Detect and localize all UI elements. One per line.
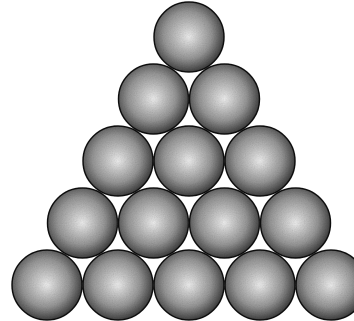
ball-row2-1 (119, 64, 189, 134)
ball-row5-2 (83, 250, 153, 320)
balls-group (12, 2, 354, 320)
ball-row5-1 (12, 250, 82, 320)
ball-row3-1 (83, 126, 153, 196)
ball-row3-3 (225, 126, 295, 196)
ball-row4-1 (48, 188, 118, 258)
ball-row5-3 (154, 250, 224, 320)
ball-row5-5 (296, 250, 354, 320)
ball-row1-1 (154, 2, 224, 72)
ball-row4-2 (119, 188, 189, 258)
ball-row4-3 (190, 188, 260, 258)
ball-row4-4 (261, 188, 331, 258)
ball-row2-2 (190, 64, 260, 134)
ball-row5-4 (225, 250, 295, 320)
ball-row3-2 (154, 126, 224, 196)
